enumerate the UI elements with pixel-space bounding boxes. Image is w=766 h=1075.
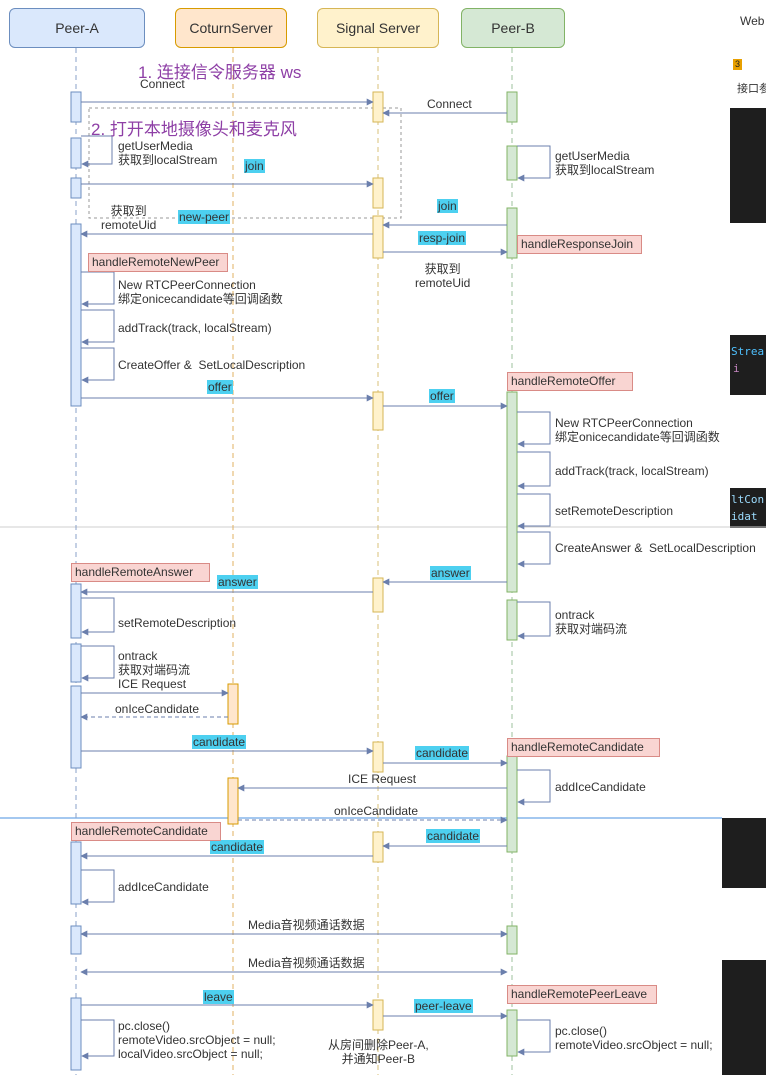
note-set-remote-b: setRemoteDescription bbox=[555, 504, 674, 518]
note-close-a: pc.close() remoteVideo.srcObject = null;… bbox=[118, 1019, 276, 1061]
note-create-offer: CreateOffer & SetLocalDescription bbox=[118, 358, 306, 372]
note-addtrack-b: addTrack(track, localStream) bbox=[555, 464, 709, 478]
handler-remote-candidate-a: handleRemoteCandidate bbox=[71, 822, 221, 841]
msg-candidate-a2: candidate bbox=[415, 746, 470, 760]
note-ontrack-a: ontrack 获取对端码流 bbox=[118, 649, 191, 677]
selection-box bbox=[88, 107, 402, 219]
peer-b-activations bbox=[506, 91, 518, 1057]
background-editor-panel bbox=[730, 108, 766, 223]
msg-peer-leave: peer-leave bbox=[414, 999, 473, 1013]
peer-b-header: Peer-B bbox=[461, 8, 565, 48]
background-badge: 3 bbox=[733, 59, 743, 70]
msg-offer-b: offer bbox=[429, 389, 455, 403]
background-side-label: 接口参 bbox=[737, 83, 766, 95]
note-set-remote-a: setRemoteDescription bbox=[118, 616, 237, 630]
note-got-remote-a: 获取到 remoteUid bbox=[101, 204, 157, 232]
note-addtrack-a: addTrack(track, localStream) bbox=[118, 321, 272, 335]
msg-resp-join: resp-join bbox=[418, 231, 467, 245]
handler-remote-offer: handleRemoteOffer bbox=[507, 372, 633, 391]
note-ontrack-b: ontrack 获取对端码流 bbox=[555, 608, 628, 636]
handler-remote-peer-leave: handleRemotePeerLeave bbox=[507, 985, 657, 1004]
background-editor-panel bbox=[730, 335, 766, 395]
message-arrows bbox=[80, 98, 508, 1020]
note-close-b: pc.close() remoteVideo.srcObject = null; bbox=[555, 1024, 713, 1052]
msg-candidate-b2: candidate bbox=[210, 840, 265, 854]
note-add-ice-a: addIceCandidate bbox=[118, 880, 209, 894]
note-got-remote-b: 获取到 remoteUid bbox=[415, 262, 471, 290]
msg-answer-b: answer bbox=[430, 566, 471, 580]
msg-candidate-a: candidate bbox=[192, 735, 247, 749]
background-code-text: Strea bbox=[731, 345, 765, 358]
handler-remote-answer: handleRemoteAnswer bbox=[71, 563, 210, 582]
note-new-pc-b: New RTCPeerConnection 绑定onicecandidate等回… bbox=[555, 416, 720, 444]
coturn-activations bbox=[227, 683, 239, 825]
note-getusermedia-b: getUserMedia 获取到localStream bbox=[555, 149, 655, 177]
msg-leave: leave bbox=[203, 990, 234, 1004]
self-call-arrows bbox=[81, 135, 551, 1060]
handler-remote-candidate-b: handleRemoteCandidate bbox=[507, 738, 660, 757]
note-new-pc-a: New RTCPeerConnection 绑定onicecandidate等回… bbox=[118, 278, 283, 306]
msg-offer-a: offer bbox=[207, 380, 233, 394]
handler-response-join: handleResponseJoin bbox=[517, 235, 642, 254]
coturn-header: CoturnServer bbox=[175, 8, 287, 48]
step-1-caption: 1. 连接信令服务器 ws bbox=[138, 63, 302, 82]
msg-join-b: join bbox=[437, 199, 458, 213]
msg-connect-a: Connect bbox=[140, 77, 185, 91]
msg-join-a: join bbox=[244, 159, 265, 173]
msg-onicecandidate-a: onIceCandidate bbox=[115, 702, 200, 716]
note-getusermedia-a: getUserMedia 获取到localStream bbox=[118, 139, 218, 167]
background-code-text: ltCon bbox=[731, 493, 765, 506]
peer-a-header: Peer-A bbox=[9, 8, 145, 48]
handler-remote-new-peer: handleRemoteNewPeer bbox=[88, 253, 228, 272]
background-editor-panel bbox=[722, 960, 766, 1075]
msg-candidate-b: candidate bbox=[426, 829, 481, 843]
msg-connect-b: Connect bbox=[427, 97, 472, 111]
signal-activations bbox=[372, 91, 384, 1031]
background-editor-panel bbox=[730, 488, 766, 528]
msg-media-1: Media音视频通话数据 bbox=[248, 918, 365, 932]
msg-ice-request-a: ICE Request bbox=[118, 677, 187, 691]
msg-answer-a: answer bbox=[217, 575, 258, 589]
signal-server-header: Signal Server bbox=[317, 8, 439, 48]
msg-onicecandidate-b: onIceCandidate bbox=[334, 804, 419, 818]
note-create-answer: CreateAnswer & SetLocalDescription bbox=[555, 541, 756, 555]
background-editor-panel bbox=[722, 818, 766, 888]
background-code-text: i bbox=[733, 362, 740, 375]
background-code-text: idat bbox=[731, 510, 758, 523]
msg-new-peer: new-peer bbox=[178, 210, 231, 224]
background-tab-text: Web bbox=[740, 14, 765, 28]
msg-ice-request-b: ICE Request bbox=[348, 772, 417, 786]
peer-a-activations bbox=[70, 91, 82, 1071]
msg-media-2: Media音视频通话数据 bbox=[248, 956, 365, 970]
note-add-ice-b: addIceCandidate bbox=[555, 780, 646, 794]
step-2-caption: 2. 打开本地摄像头和麦克风 bbox=[91, 120, 297, 139]
note-room-remove: 从房间删除Peer-A, 并通知Peer-B bbox=[328, 1038, 429, 1066]
